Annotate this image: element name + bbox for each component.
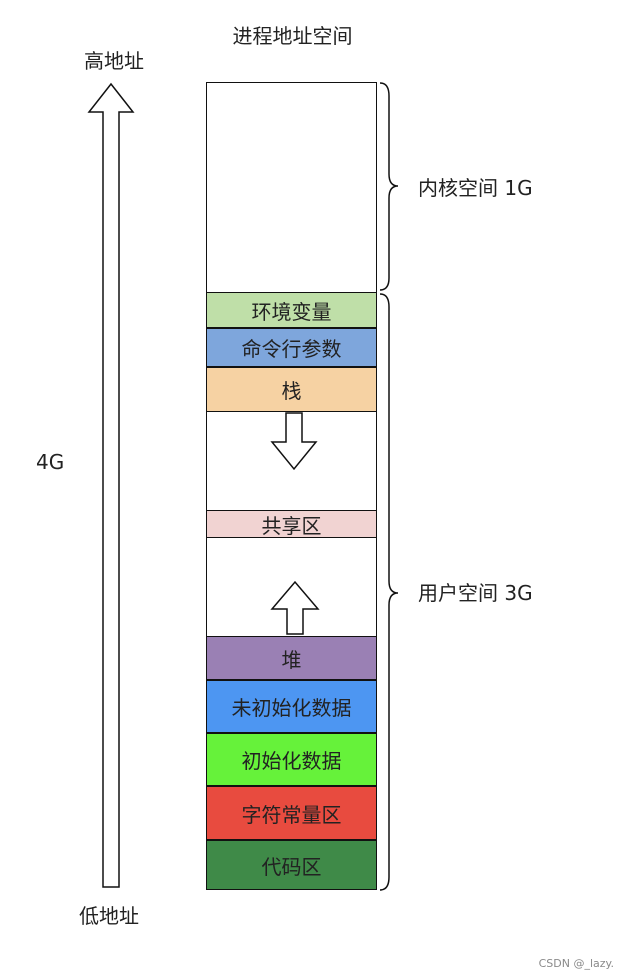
kernel-brace [379,82,399,291]
watermark: CSDN @_lazy. [538,957,614,970]
segment-env-label: 环境变量 [251,299,332,324]
diagram-title: 进程地址空间 [232,24,353,48]
size-label: 4G [36,450,65,474]
kernel-space-label: 内核空间 1G [418,176,533,200]
segment-text-label: 代码区 [261,854,322,879]
segment-args: 命令行参数 [206,328,377,367]
segment-data: 初始化数据 [206,733,377,786]
address-direction-arrow [87,82,135,888]
segment-rodata-label: 字符常量区 [241,802,342,827]
stack-grow-down-arrow [270,412,318,471]
segment-text: 代码区 [206,840,377,890]
segment-heap-label: 堆 [281,647,302,672]
segment-shared: 共享区 [206,510,377,538]
segment-args-label: 命令行参数 [241,337,342,361]
segment-stack-label: 栈 [281,379,302,403]
segment-bss: 未初始化数据 [206,680,377,733]
segment-bss-label: 未初始化数据 [231,696,352,720]
segment-stack: 栈 [206,367,377,412]
user-space-label: 用户空间 3G [418,581,533,605]
user-brace [379,293,399,891]
segment-rodata: 字符常量区 [206,786,377,840]
low-address-label: 低地址 [79,904,139,928]
segment-data-label: 初始化数据 [241,749,342,773]
segment-env: 环境变量 [206,292,377,328]
high-address-label: 高地址 [84,49,144,73]
segment-shared-label: 共享区 [261,513,322,538]
heap-grow-up-arrow [270,580,320,635]
segment-heap: 堆 [206,636,377,680]
